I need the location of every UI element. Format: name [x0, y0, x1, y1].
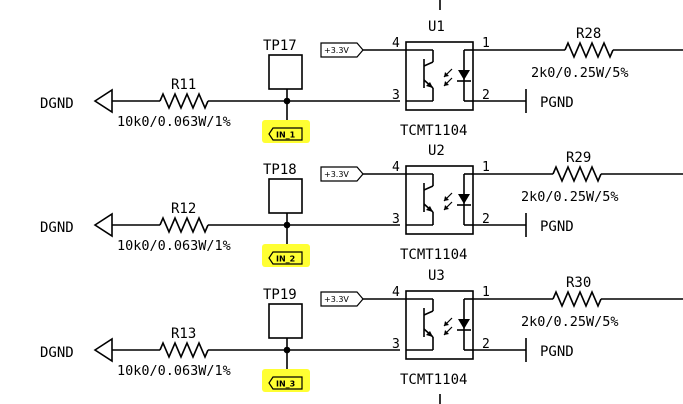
led-triangle — [458, 194, 470, 204]
resistor-value: 2k0/0.25W/5% — [521, 314, 619, 330]
net-label-text: IN_1 — [276, 131, 296, 140]
resistor-r13-symbol — [159, 340, 209, 360]
resistor-ref: R29 — [566, 150, 591, 166]
ic-ref: U2 — [428, 143, 445, 159]
emitter-arrow — [426, 331, 433, 337]
channel-3: DGND R13 10k0/0.063W/1% TP19 IN_3 +3.3V … — [40, 268, 683, 392]
ic-ref: U1 — [428, 19, 445, 35]
pgnd-label: PGND — [540, 344, 574, 360]
test-point-box — [268, 54, 303, 90]
resistor-ref: R12 — [171, 201, 196, 217]
supply-label: +3.3V — [324, 295, 349, 304]
net-label-flag — [268, 251, 303, 265]
test-point-label: TP19 — [263, 287, 297, 303]
channel-1: DGND R11 10k0/0.063W/1% TP17 IN_1 +3.3V … — [40, 19, 683, 143]
net-label-text: IN_3 — [276, 380, 295, 389]
optocoupler-u1-body — [405, 41, 474, 111]
pgnd-label: PGND — [540, 95, 574, 111]
highlight — [262, 120, 310, 143]
pin-number: 3 — [392, 88, 400, 103]
emitter-arrow — [426, 206, 433, 212]
resistor-r29-symbol — [552, 164, 602, 184]
power-flag — [320, 291, 364, 307]
wire — [423, 185, 434, 191]
channel-2: DGND R12 10k0/0.063W/1% TP18 IN_2 +3.3V … — [40, 143, 683, 267]
power-flag — [320, 166, 364, 182]
pin-number: 2 — [482, 337, 490, 352]
pin-number: 4 — [392, 285, 400, 300]
light-arrowhead — [444, 205, 449, 210]
pin-number: 4 — [392, 160, 400, 175]
resistor-r12-symbol — [159, 215, 209, 235]
resistor-ref: R11 — [171, 77, 196, 93]
net-label-flag — [268, 127, 303, 141]
resistor-ref: R13 — [171, 326, 196, 342]
pin-number: 3 — [392, 337, 400, 352]
highlight — [262, 244, 310, 267]
emitter-arrow — [426, 82, 433, 88]
ground-arrow-symbol — [93, 337, 113, 363]
resistor-value: 2k0/0.25W/5% — [521, 189, 619, 205]
power-flag — [320, 42, 364, 58]
pin-number: 1 — [482, 36, 490, 51]
pin-number: 1 — [482, 285, 490, 300]
pin-number: 1 — [482, 160, 490, 175]
net-label-flag — [268, 376, 303, 390]
test-point-label: TP17 — [263, 38, 297, 54]
dgnd-label: DGND — [40, 96, 74, 112]
pin-number: 3 — [392, 212, 400, 227]
ground-arrow-symbol — [93, 212, 113, 238]
resistor-value: 10k0/0.063W/1% — [117, 363, 231, 379]
supply-label: +3.3V — [324, 46, 349, 55]
junction-dot — [283, 221, 291, 229]
wire — [423, 310, 434, 316]
resistor-r11-symbol — [159, 91, 209, 111]
resistor-r28-symbol — [564, 40, 614, 60]
resistor-ref: R28 — [576, 26, 601, 42]
optocoupler-u3-body — [405, 290, 474, 360]
junction-dot — [283, 346, 291, 354]
resistor-value: 2k0/0.25W/5% — [531, 65, 629, 81]
light-arrowhead — [444, 321, 449, 326]
dgnd-label: DGND — [40, 345, 74, 361]
led-triangle — [458, 70, 470, 80]
light-arrowhead — [444, 81, 449, 86]
light-arrowhead — [444, 330, 449, 335]
test-point-box — [268, 178, 303, 214]
resistor-value: 10k0/0.063W/1% — [117, 238, 231, 254]
optocoupler-u2-body — [405, 165, 474, 235]
wire — [423, 61, 434, 67]
ic-part-number: TCMT1104 — [400, 123, 467, 139]
pgnd-label: PGND — [540, 219, 574, 235]
ic-part-number: TCMT1104 — [400, 247, 467, 263]
led-triangle — [458, 319, 470, 329]
pin-number: 4 — [392, 36, 400, 51]
net-label-text: IN_2 — [276, 255, 295, 264]
light-arrowhead — [444, 196, 449, 201]
resistor-value: 10k0/0.063W/1% — [117, 114, 231, 130]
test-point-label: TP18 — [263, 162, 297, 178]
pin-number: 2 — [482, 88, 490, 103]
resistor-ref: R30 — [566, 275, 591, 291]
ic-part-number: TCMT1104 — [400, 372, 467, 388]
junction-dot — [283, 97, 291, 105]
test-point-box — [268, 303, 303, 339]
dgnd-label: DGND — [40, 220, 74, 236]
resistor-r30-symbol — [552, 289, 602, 309]
light-arrowhead — [444, 72, 449, 77]
highlight — [262, 369, 310, 392]
pin-number: 2 — [482, 212, 490, 227]
supply-label: +3.3V — [324, 170, 349, 179]
ground-arrow-symbol — [93, 88, 113, 114]
ic-ref: U3 — [428, 268, 445, 284]
